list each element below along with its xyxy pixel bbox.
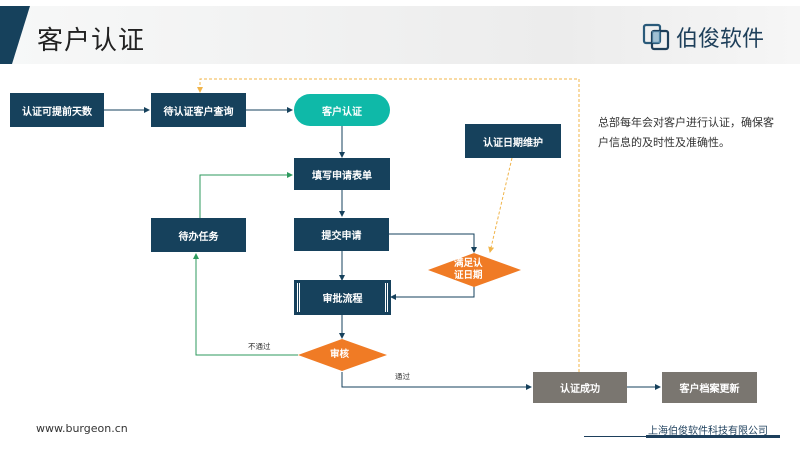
edge-label-pass: 通过 — [395, 372, 410, 381]
header-band — [0, 6, 800, 64]
node-profile-update[interactable]: 客户档案更新 — [662, 372, 757, 403]
diamond-meet-date-line2: 证日期 — [454, 270, 483, 281]
footer-underline — [584, 435, 780, 438]
node-submit[interactable]: 提交申请 — [294, 218, 389, 251]
brand-logo: 伯俊软件 — [642, 22, 764, 52]
description-text: 总部每年会对客户进行认证，确保客户信息的及时性及准确性。 — [598, 116, 774, 149]
node-pending-task[interactable]: 待办任务 — [151, 218, 246, 252]
diamond-review — [298, 339, 387, 371]
node-advance-days[interactable]: 认证可提前天数 — [10, 93, 104, 127]
node-cert-success[interactable]: 认证成功 — [533, 372, 627, 403]
diamond-meet-date — [428, 253, 521, 287]
brand-logo-icon — [642, 23, 670, 51]
page-title: 客户认证 — [37, 26, 146, 56]
node-fill-form[interactable]: 填写申请表单 — [294, 158, 390, 190]
node-approval-flow[interactable]: 审批流程 — [294, 280, 391, 315]
diamond-review-label: 审核 — [330, 349, 350, 360]
diamond-meet-date-line1: 满足认 — [454, 258, 483, 269]
footer-website[interactable]: www.burgeon.cn — [36, 422, 128, 435]
footer-company: 上海伯俊软件科技有限公司 — [648, 426, 768, 437]
diamond-meet-date-label: 满足认 证日期 — [454, 258, 483, 282]
brand-name: 伯俊软件 — [676, 27, 765, 52]
node-date-maintain[interactable]: 认证日期维护 — [465, 124, 561, 158]
node-customer-cert[interactable]: 客户认证 — [294, 94, 390, 126]
edge-label-fail: 不通过 — [248, 342, 271, 351]
node-query-pending[interactable]: 待认证客户查询 — [151, 93, 246, 127]
